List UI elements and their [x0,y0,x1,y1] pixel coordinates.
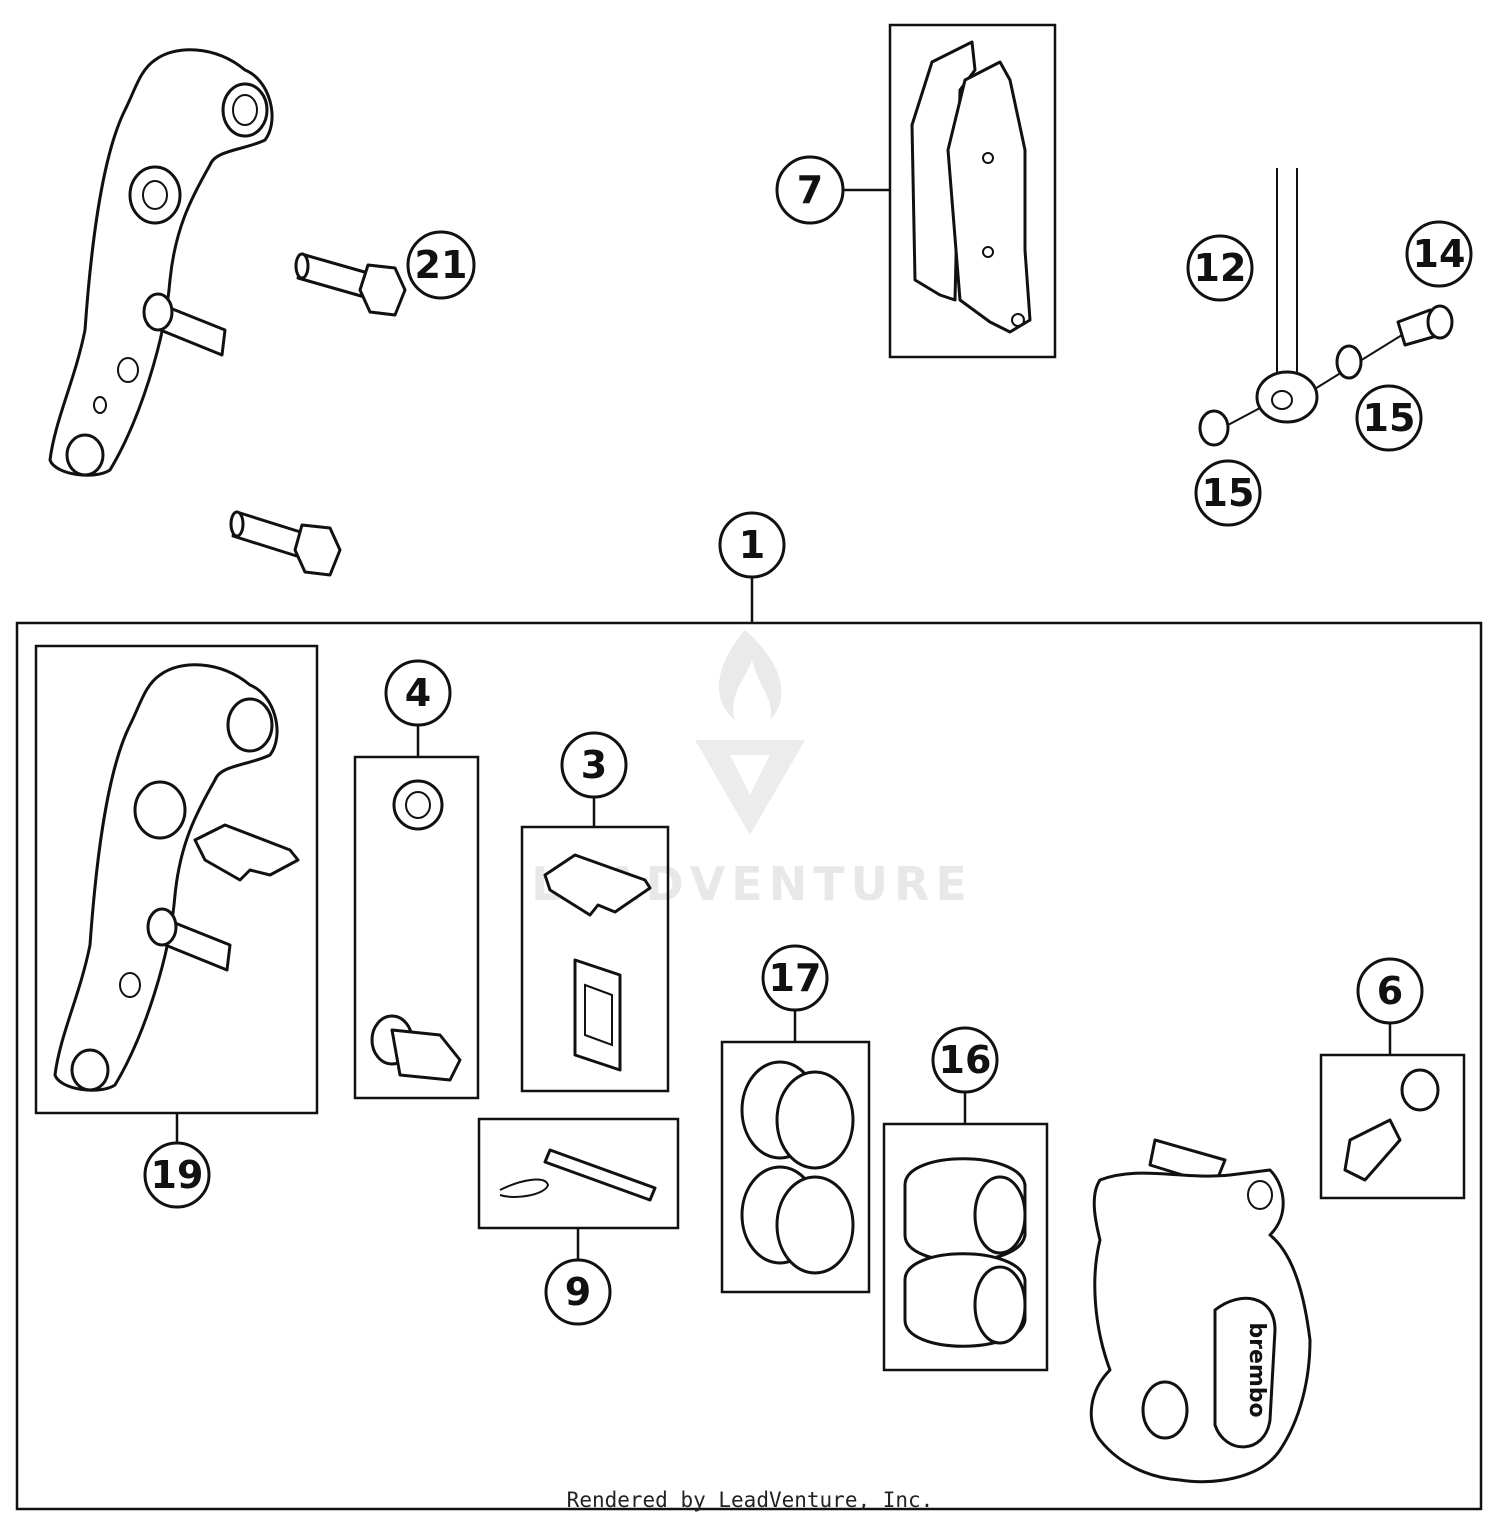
callout-17: 17 [761,944,829,1012]
callout-label: 19 [151,1153,204,1197]
callout-label: 16 [939,1038,992,1082]
callout-label: 6 [1377,969,1403,1013]
callout-21: 21 [406,230,476,300]
mounting-bolt-upper [294,252,407,317]
callout-15-left: 15 [1194,459,1262,527]
callout-15-right: 15 [1355,384,1423,452]
callout-3: 3 [560,731,628,799]
callout-label: 15 [1363,396,1416,440]
guide-bushing-kit [353,755,480,1100]
caliper-brand-logo: brembo [1244,1322,1269,1417]
callout-label: 12 [1194,246,1247,290]
callout-label: 4 [405,671,431,715]
caliper-assembly-frame [15,621,1483,1511]
mounting-bolt-lower [229,510,342,577]
callout-label: 14 [1413,232,1466,276]
callout-16: 16 [931,1026,999,1094]
callout-label: 7 [797,168,823,212]
callout-label: 17 [769,956,822,1000]
callout-19: 19 [143,1141,211,1209]
brake-pad-set [888,23,1057,359]
bleeder-screw-kit [1319,1053,1466,1200]
brake-caliper: brembo [1089,1138,1312,1484]
caliper-support-bracket-upper [48,48,274,477]
callout-7: 7 [775,155,845,225]
support-bracket-kit [34,644,319,1115]
callout-9: 9 [544,1258,612,1326]
callout-label: 15 [1202,471,1255,515]
callout-14: 14 [1405,220,1473,288]
callout-1: 1 [718,511,786,579]
seal-ring-kit [720,1040,871,1294]
sealing-ring-left [1198,409,1230,447]
pad-pin-kit [477,1117,680,1230]
piston-kit [882,1122,1049,1372]
callout-12: 12 [1186,234,1254,302]
footer-credit: Rendered by LeadVenture, Inc. [566,1488,934,1512]
pad-spring-kit [520,825,670,1093]
sealing-ring-right [1335,344,1363,380]
callout-label: 21 [415,243,468,287]
callout-6: 6 [1356,957,1424,1025]
brake-hose-banjo [1198,168,1454,447]
callout-label: 9 [565,1270,591,1314]
callout-label: 1 [739,523,765,567]
callout-4: 4 [384,659,452,727]
callout-label: 3 [581,743,607,787]
